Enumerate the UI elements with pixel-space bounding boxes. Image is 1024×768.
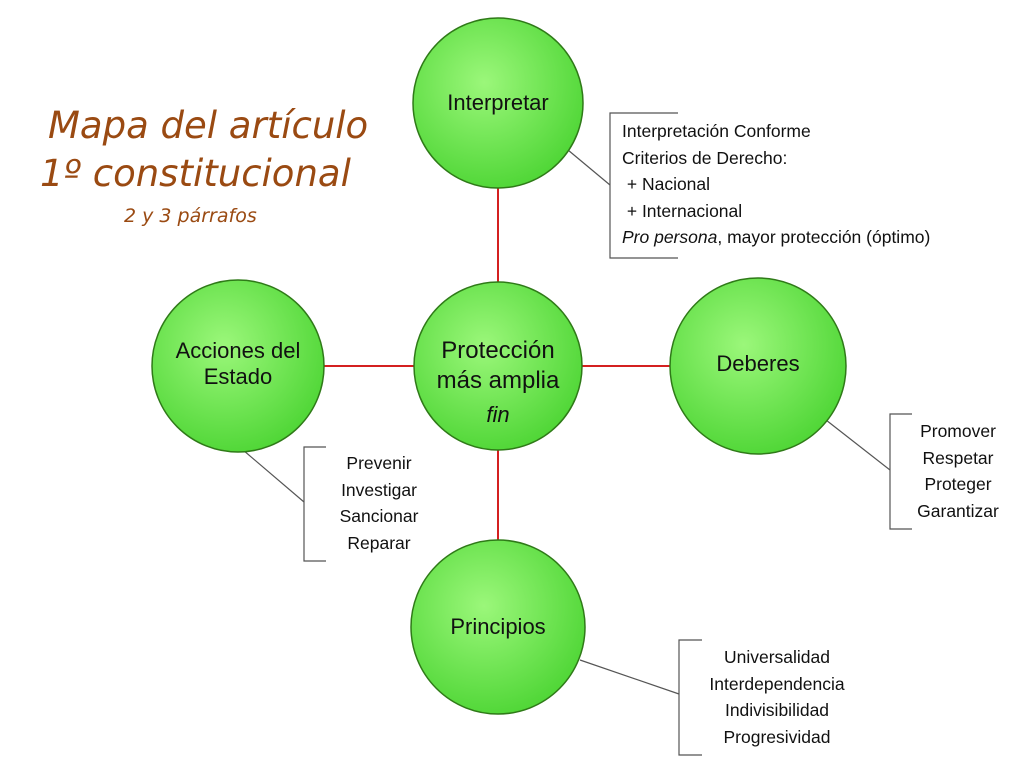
callout-line-interpretar bbox=[567, 149, 611, 186]
list-item: Universalidad bbox=[723, 647, 831, 667]
bracket-deberes bbox=[889, 413, 912, 530]
list-item: Criterios de Derecho: bbox=[622, 147, 788, 168]
node-interpretar-label: Interpretar bbox=[447, 90, 549, 115]
list-item: Progresividad bbox=[723, 726, 831, 747]
list-item: Respetar bbox=[922, 447, 994, 468]
list-item: Reparar bbox=[347, 532, 411, 553]
list-item: Indivisibilidad bbox=[724, 700, 830, 720]
callout-line-deberes bbox=[825, 419, 891, 471]
list-item: Investigar bbox=[341, 479, 417, 500]
node-center-line-2: más amplia bbox=[436, 367, 560, 394]
node-acciones-line-1: Acciones del bbox=[175, 338, 301, 363]
list-item: Proteger bbox=[924, 474, 992, 494]
node-deberes bbox=[669, 277, 847, 455]
list-interpretar: Interpretación Conforme Criterios de Der… bbox=[622, 118, 930, 251]
list-item: Interpretación Conforme bbox=[622, 121, 811, 141]
node-principios-label: Principios bbox=[450, 614, 546, 639]
list-item: + Internacional bbox=[622, 200, 743, 221]
list-item: + Nacional bbox=[622, 174, 711, 194]
node-deberes-label: Deberes bbox=[716, 351, 800, 376]
bracket-principios bbox=[678, 639, 702, 756]
node-interpretar bbox=[412, 17, 584, 189]
node-center-fin: fin bbox=[486, 402, 510, 427]
pro-persona-italic: Pro persona bbox=[622, 227, 718, 247]
list-item: Promover bbox=[920, 421, 996, 441]
node-acciones-line-2: Estado bbox=[203, 364, 273, 389]
list-item: Pro persona, mayor protección (óptimo) bbox=[622, 224, 930, 251]
list-item: Interdependencia bbox=[709, 673, 845, 694]
list-item: Garantizar bbox=[917, 500, 999, 521]
title-subtitle: 2 y 3 párrafos bbox=[124, 205, 257, 227]
list-deberes: Promover Respetar Proteger Garantizar bbox=[900, 418, 1016, 524]
callout-line-principios bbox=[579, 659, 680, 695]
list-item: Sancionar bbox=[339, 506, 419, 526]
node-center-label: Protección más amplia fin bbox=[437, 336, 560, 428]
list-item: Prevenir bbox=[346, 453, 412, 473]
node-center bbox=[413, 281, 583, 451]
title-line-1: Mapa del artículo bbox=[48, 104, 369, 147]
node-center-line-1: Protección bbox=[441, 337, 555, 364]
list-acciones: Prevenir Investigar Sancionar Reparar bbox=[326, 450, 432, 556]
bracket-interpretar bbox=[609, 112, 678, 259]
node-acciones-label: Acciones del Estado bbox=[176, 338, 301, 390]
node-acciones bbox=[151, 279, 325, 453]
node-principios bbox=[410, 539, 586, 715]
callout-line-acciones bbox=[242, 449, 305, 503]
title-line-2: 1º constitucional bbox=[40, 152, 351, 195]
pro-persona-rest: , mayor protección (óptimo) bbox=[717, 227, 931, 247]
list-principios: Universalidad Interdependencia Indivisib… bbox=[690, 644, 864, 750]
bracket-acciones bbox=[303, 446, 326, 562]
